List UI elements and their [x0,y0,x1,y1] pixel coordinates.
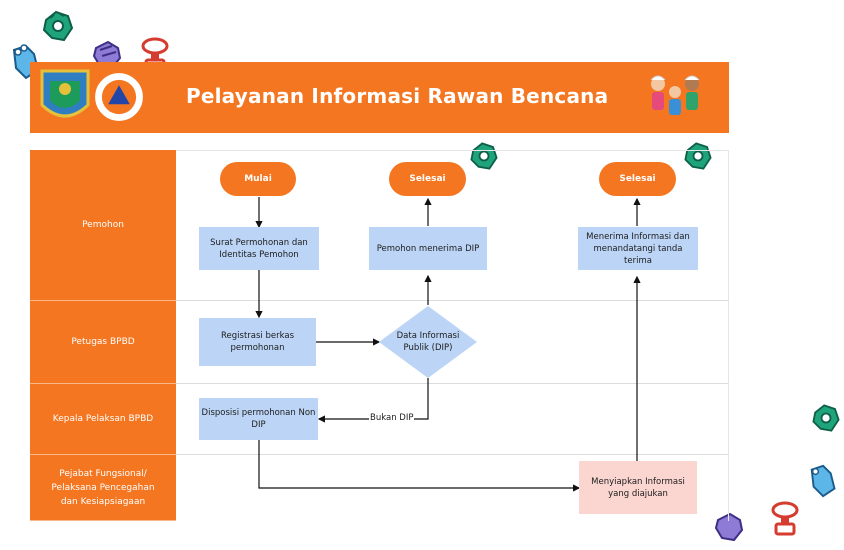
lane-kepala: Kepala Pelaksan BPBD [30,384,176,455]
trophy-icon [771,501,799,536]
edge-label-bukan-dip: Bukan DIP [369,413,415,423]
lane-body-pemohon [176,150,729,301]
disposisi-box: Disposisi permohonan Non DIP [199,398,318,440]
swimlane-grid [176,150,729,521]
hand-icon [42,10,74,42]
surat-permohonan-box: Surat Permohonan dan Identitas Pemohon [199,227,319,270]
pemohon-menerima-box: Pemohon menerima DIP [369,227,487,270]
hand-icon [812,404,840,432]
bpbd-logo [92,70,146,124]
lane-petugas: Petugas BPBD [30,301,176,384]
dip-decision-label: Data Informasi Publik (DIP) [396,331,460,353]
hand-icon [470,142,498,170]
lane-body-petugas [176,301,729,384]
cheering-people-icon [650,75,700,115]
dip-decision-shape [379,306,477,378]
menerima-informasi-box: Menerima Informasi dan menandatangi tand… [578,227,698,270]
start-node: Mulai [220,162,296,196]
regency-logo [40,69,90,118]
menyiapkan-box: Menyiapkan Informasi yang diajukan [579,461,697,514]
lane-body-kepala [176,384,729,455]
fist-icon [810,464,836,498]
fist-icon [714,512,744,542]
lane-pejabat: Pejabat Fungsional/ Pelaksana Pencegahan… [30,455,176,521]
edge-disposisi-menyiapkan [258,440,581,492]
end-node-1: Selesai [389,162,466,196]
header-bar [30,62,729,133]
end-node-2: Selesai [599,162,676,196]
edge-dip-disposisi [317,378,429,423]
hand-icon [684,142,712,170]
lane-pemohon: Pemohon [30,150,176,301]
registrasi-box: Registrasi berkas permohonan [199,318,316,366]
page-title: Pelayanan Informasi Rawan Bencana [186,84,609,108]
